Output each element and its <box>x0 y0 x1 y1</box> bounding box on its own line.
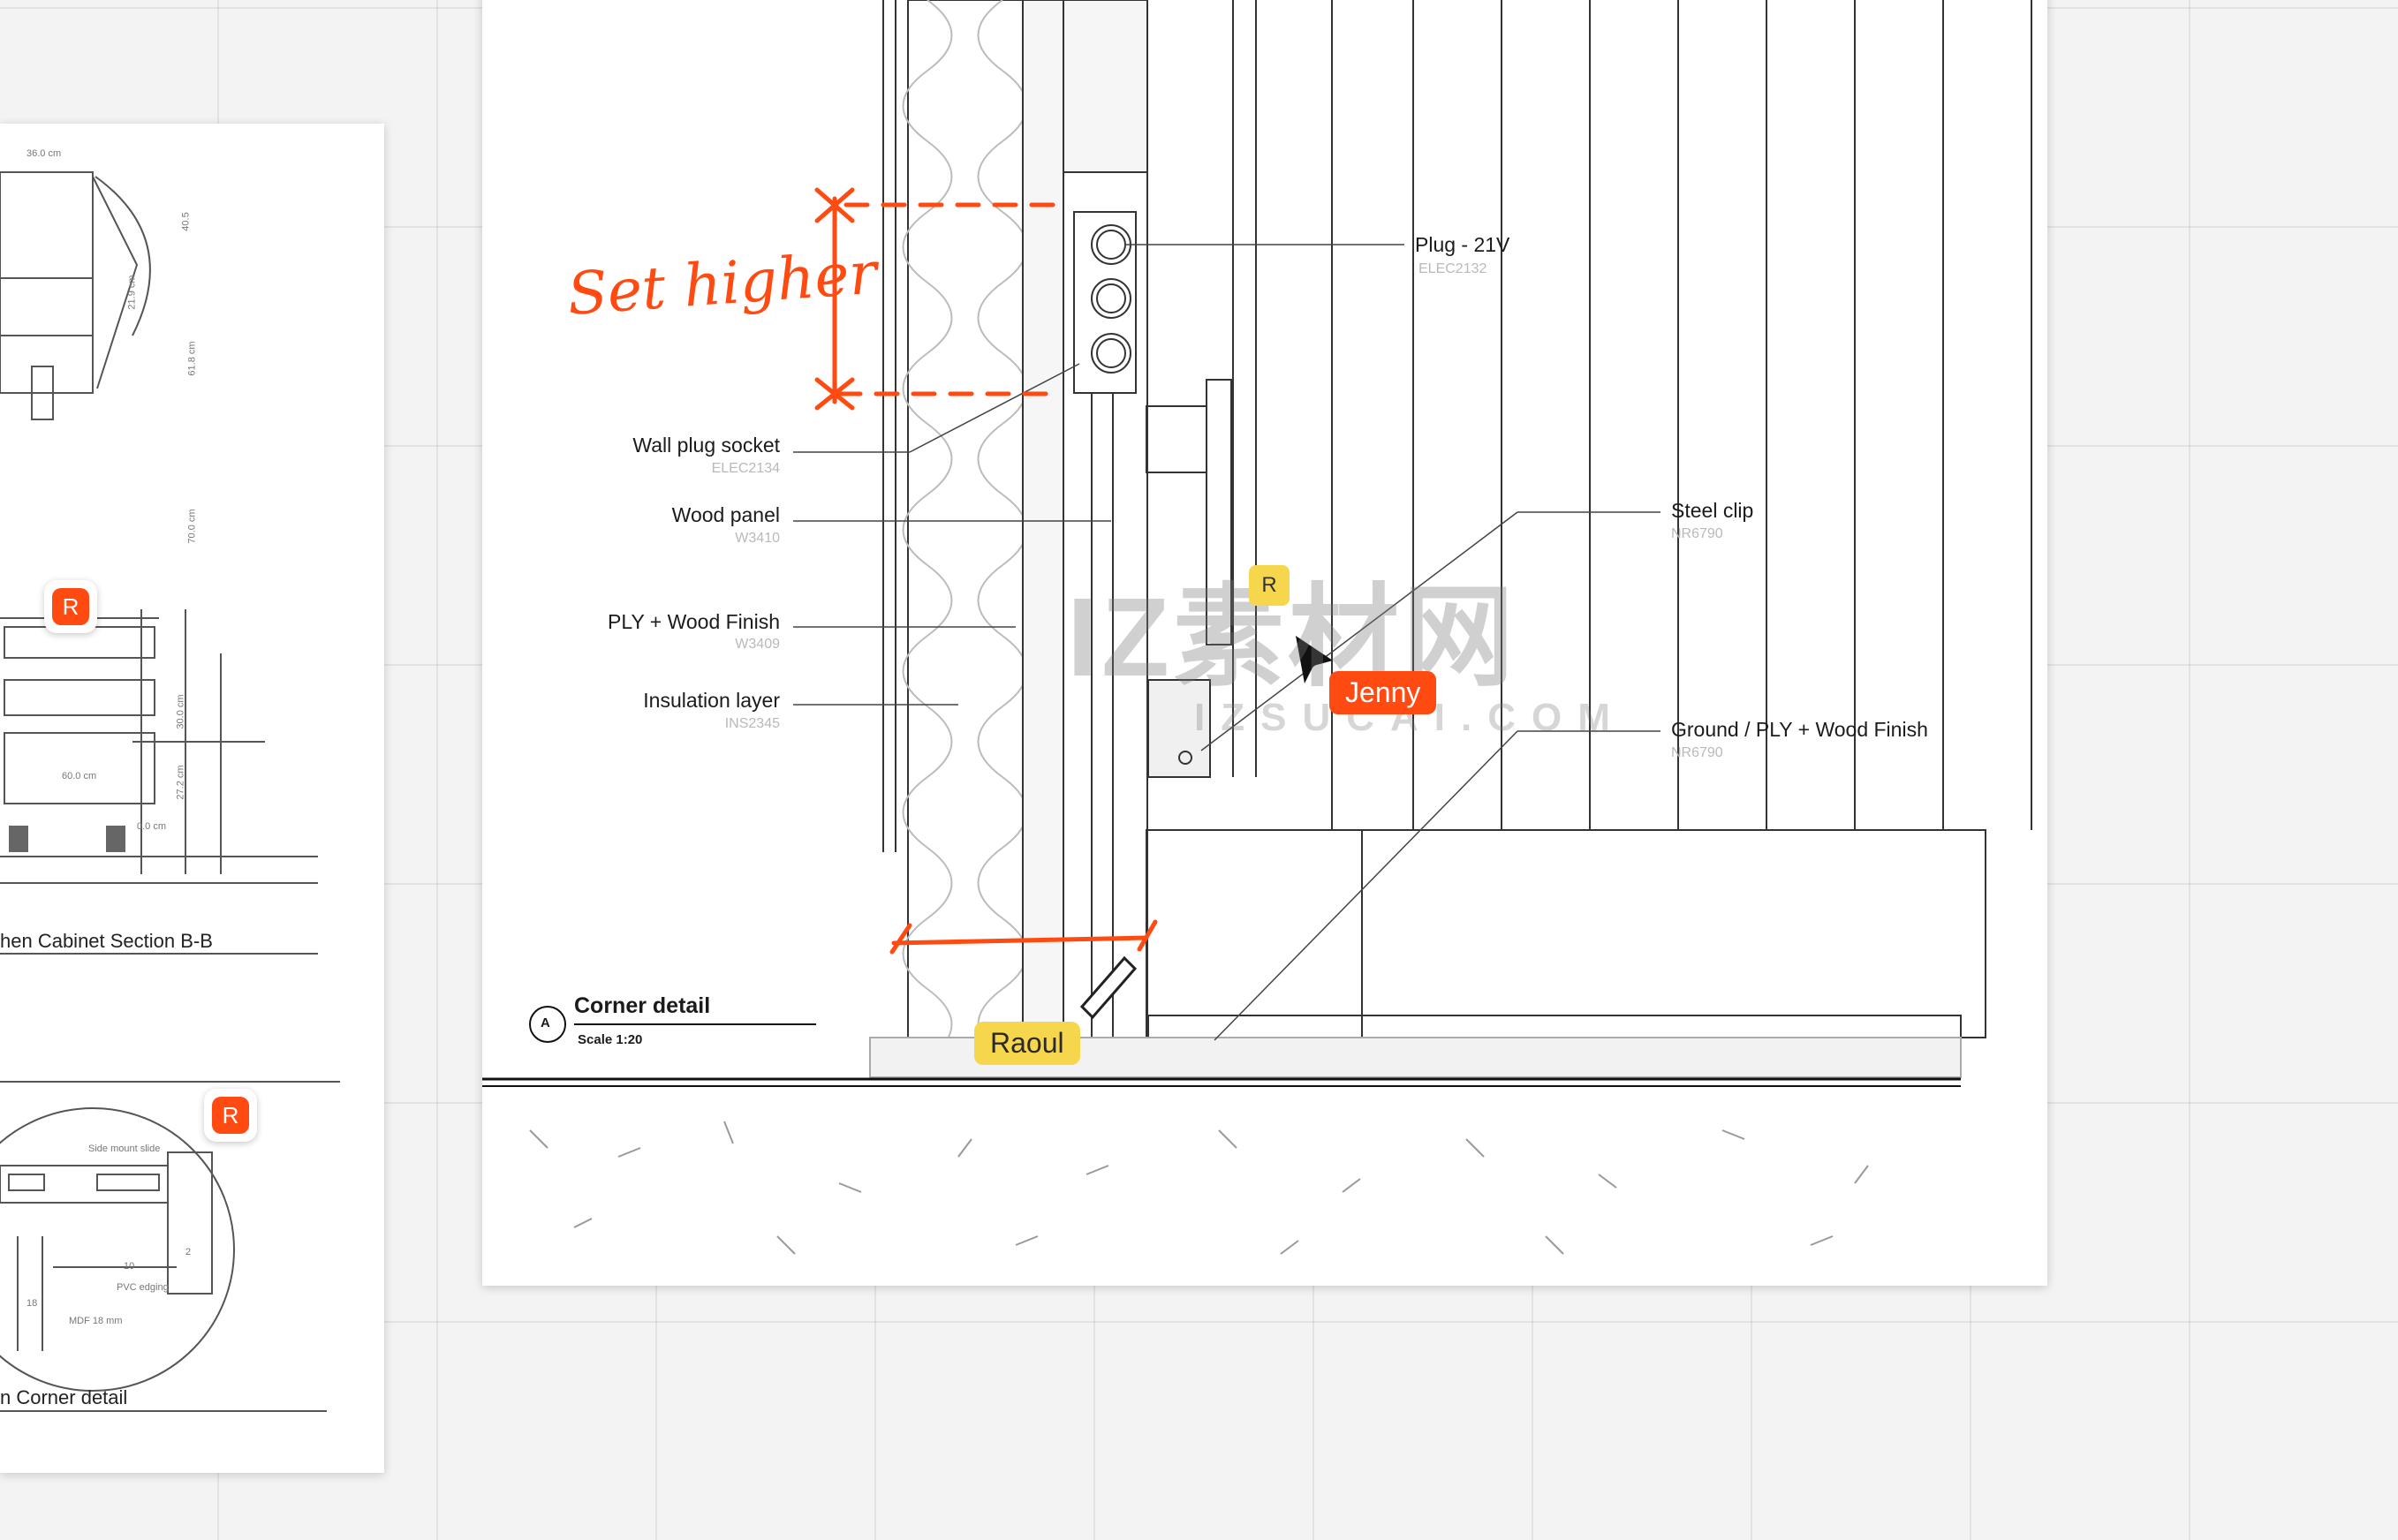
wood-panel-label: Wood panel <box>671 503 780 526</box>
wall-plug-socket-code: ELEC2134 <box>711 461 780 476</box>
plug-code: ELEC2132 <box>1418 261 1487 276</box>
inset-label: MDF 18 mm <box>69 1316 123 1326</box>
plug-label: Plug - 21V <box>1415 233 1510 256</box>
wood-panel-code: W3410 <box>735 531 780 546</box>
cursor-icon <box>1296 636 1333 683</box>
inset-label: PVC edging <box>117 1282 169 1293</box>
inset-label: Side mount slide <box>88 1144 161 1154</box>
inset-label: 18 <box>26 1298 38 1309</box>
dim-label: 0.0 cm <box>137 821 167 832</box>
collaborator-avatar[interactable]: R <box>1249 565 1290 606</box>
cabinet-section-drawing <box>0 171 340 1412</box>
steel-clip-code: NR6790 <box>1671 526 1723 541</box>
section-caption: hen Cabinet Section B-B <box>0 930 213 952</box>
ground-ply-label: Ground / PLY + Wood Finish <box>1671 718 1928 741</box>
wall-plug-socket-label: Wall plug socket <box>632 434 780 457</box>
detail-title: Corner detail <box>574 993 711 1018</box>
ground-ply-code: NR6790 <box>1671 745 1723 760</box>
inset-label: 2 <box>185 1247 192 1257</box>
collaborator-cursor-jenny: Jenny <box>1329 671 1437 714</box>
watermark: IZ素材网 <box>1067 575 1517 699</box>
ply-wood-finish-label: PLY + Wood Finish <box>608 610 780 633</box>
detail-marker-letter: A <box>541 1015 550 1030</box>
left-drawing-sheet[interactable]: 36.0 cm 40.5 21.9 cm 61.8 cm 70.0 cm 30.… <box>0 124 384 1473</box>
comment-badge-label: R <box>52 588 89 625</box>
insulation-layer-code: INS2345 <box>724 716 780 731</box>
comment-badge-label: R <box>212 1097 249 1134</box>
dim-label: 60.0 cm <box>62 771 97 781</box>
comment-badge[interactable]: R <box>204 1089 257 1142</box>
collaborator-cursor-raoul: Raoul <box>974 1022 1080 1065</box>
comment-badge[interactable]: R <box>44 580 97 633</box>
steel-clip-label: Steel clip <box>1671 499 1754 522</box>
inset-label: 10 <box>124 1261 135 1272</box>
ply-wood-finish-code: W3409 <box>735 637 780 652</box>
detail-marker-circle <box>529 1006 566 1043</box>
dim-label: 36.0 cm <box>26 148 62 159</box>
insulation-layer-label: Insulation layer <box>643 689 780 712</box>
detail-scale: Scale 1:20 <box>578 1032 643 1047</box>
corner-detail-caption: n Corner detail <box>0 1386 128 1408</box>
